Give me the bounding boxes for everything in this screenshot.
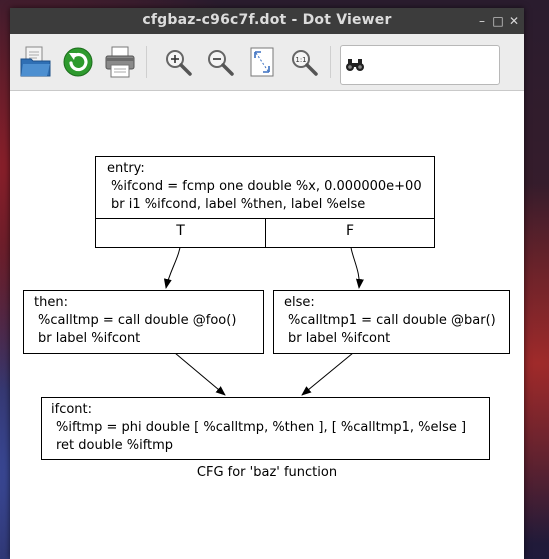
zoom-in-icon: [166, 50, 192, 76]
node-instruction: br label %ifcont: [288, 331, 391, 346]
zoom-in-button[interactable]: [158, 42, 198, 82]
toolbar: 1:1: [10, 34, 524, 91]
port-false: F: [345, 223, 355, 239]
node-label: entry:: [107, 161, 145, 176]
search-input[interactable]: [340, 45, 500, 85]
dot-viewer-window: cfgbaz-c96c7f.dot - Dot Viewer – □ ✕: [10, 8, 524, 559]
graph-node-entry[interactable]: entry: %ifcond = fcmp one double %x, 0.0…: [95, 156, 435, 248]
toolbar-separator: [146, 46, 147, 78]
node-label: then:: [34, 295, 68, 310]
binoculars-icon: [346, 59, 364, 71]
node-instruction: %calltmp = call double @foo(): [38, 313, 237, 328]
maximize-button[interactable]: □: [492, 14, 504, 28]
zoom-100-label: 1:1: [295, 56, 306, 64]
graph-node-else[interactable]: else: %calltmp1 = call double @bar() br …: [273, 290, 510, 354]
node-instruction: ret double %iftmp: [56, 438, 174, 453]
open-file-button[interactable]: [16, 42, 56, 82]
graph-node-ifcont[interactable]: ifcont: %iftmp = phi double [ %calltmp, …: [41, 397, 490, 460]
node-divider: [265, 218, 266, 247]
node-instruction: br i1 %ifcond, label %then, label %else: [111, 197, 366, 212]
zoom-out-icon: [208, 50, 234, 76]
node-instruction: %ifcond = fcmp one double %x, 0.000000e+…: [111, 179, 422, 194]
toolbar-separator: [330, 46, 331, 78]
node-instruction: %iftmp = phi double [ %calltmp, %then ],…: [56, 420, 467, 435]
zoom-100-button[interactable]: 1:1: [284, 42, 324, 82]
reload-button[interactable]: [58, 42, 98, 82]
zoom-fit-button[interactable]: [242, 42, 282, 82]
print-button[interactable]: [100, 42, 140, 82]
edge-else-ifcont: [301, 352, 354, 396]
window-title: cfgbaz-c96c7f.dot - Dot Viewer: [142, 12, 392, 28]
minimize-button[interactable]: –: [479, 14, 485, 28]
zoom-100-icon: 1:1: [292, 50, 318, 76]
edge-then-ifcont: [174, 352, 226, 396]
graph-caption: CFG for 'baz' function: [196, 465, 338, 480]
port-true: T: [176, 223, 185, 239]
graph-node-then[interactable]: then: %calltmp = call double @foo() br l…: [23, 290, 264, 354]
zoom-fit-icon: [250, 47, 274, 77]
node-label: else:: [284, 295, 315, 310]
zoom-out-button[interactable]: [200, 42, 240, 82]
close-button[interactable]: ✕: [508, 14, 520, 28]
node-instruction: %calltmp1 = call double @bar(): [288, 313, 496, 328]
title-bar[interactable]: cfgbaz-c96c7f.dot - Dot Viewer – □ ✕: [10, 8, 524, 34]
folder-open-icon: [20, 46, 51, 77]
printer-icon: [105, 46, 135, 78]
graph-canvas[interactable]: entry: %ifcond = fcmp one double %x, 0.0…: [10, 91, 524, 559]
node-instruction: br label %ifcont: [38, 331, 141, 346]
node-label: ifcont:: [51, 402, 93, 417]
refresh-icon: [63, 47, 93, 77]
